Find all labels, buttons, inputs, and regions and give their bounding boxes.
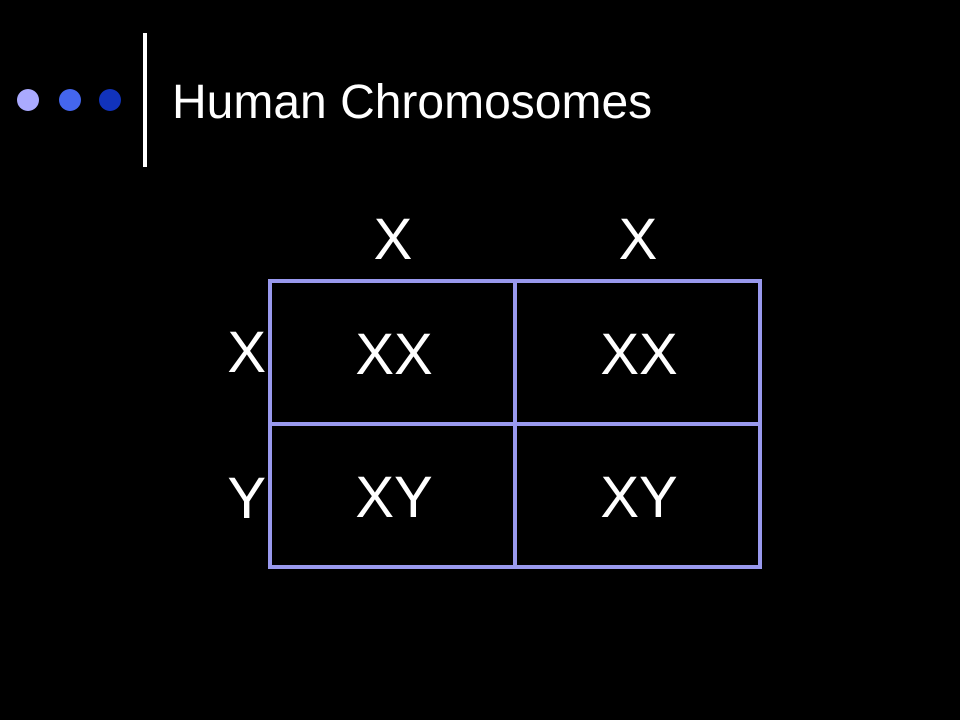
column-header: X: [618, 207, 658, 272]
slide-title: Human Chromosomes: [172, 76, 653, 129]
dot-icon: [17, 89, 39, 111]
punnett-cell: XX: [600, 321, 678, 387]
decorative-dots: [0, 0, 140, 200]
row-header: Y: [227, 466, 266, 531]
column-header: X: [373, 207, 413, 272]
punnett-cell: XY: [600, 464, 678, 530]
title-divider: [143, 33, 147, 167]
grid-divider-horizontal: [268, 422, 762, 426]
dot-icon: [99, 89, 121, 111]
row-header: X: [227, 320, 266, 385]
punnett-square: XX XX XY XY: [268, 279, 762, 569]
punnett-cell: XY: [355, 464, 433, 530]
punnett-cell: XX: [355, 321, 433, 387]
dot-icon: [59, 89, 81, 111]
